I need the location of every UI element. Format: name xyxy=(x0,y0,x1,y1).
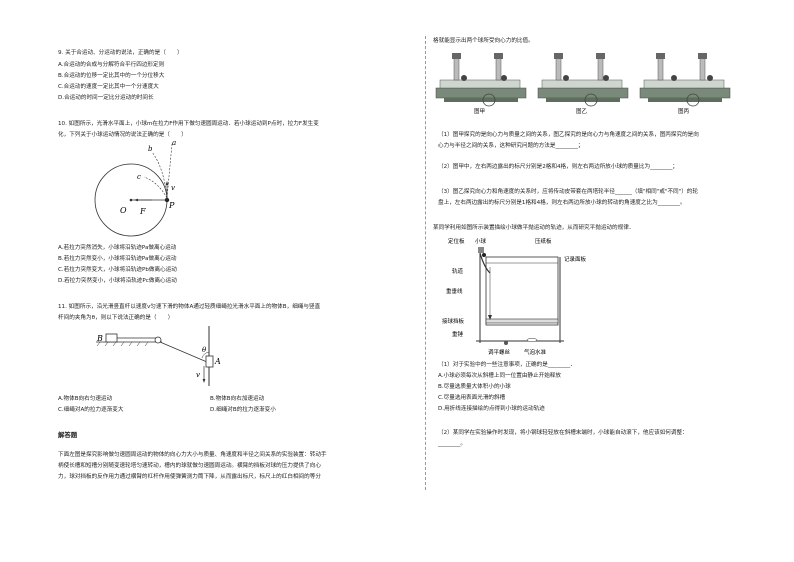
centripetal-apparatus-figures: 图甲 图乙 图丙 xyxy=(435,53,731,115)
q12-line2: 柄使长槽和短槽分别随变速轮塔匀速转动，槽内的球就做匀速圆周运动。横臂的挡板对球的… xyxy=(58,463,321,469)
label-a-block: A xyxy=(214,357,221,366)
path-b xyxy=(151,151,168,199)
rod-rope-figure: B A θ v xyxy=(96,326,221,386)
pulley xyxy=(154,336,162,344)
q12-sub3-line2: 盘上，左右两边露出的标尺分别是1格和4格，则左右两边所放小球的转动的角速度之比为… xyxy=(438,200,686,206)
column-divider xyxy=(425,36,426,490)
velocity-arrowhead-a xyxy=(202,379,206,383)
block-b xyxy=(105,333,118,343)
label-b: b xyxy=(148,145,153,153)
positioning-plate xyxy=(478,247,484,253)
block-a xyxy=(205,355,214,368)
label-dingwei: 定位板 xyxy=(448,237,465,245)
velocity-arrowhead xyxy=(165,181,169,185)
ground-hatch xyxy=(96,341,149,347)
label-f: F xyxy=(139,207,146,216)
bubble-level xyxy=(526,338,538,342)
caption-jia: 图甲 xyxy=(474,107,485,115)
q12-sub2: （2）图甲中，左右两边露出的标尺分别是2格和4格，则左右两边所放小球的质量比为_… xyxy=(438,164,679,170)
section-title: 解答题 xyxy=(58,431,78,439)
q10-stem-line2: 化，下列关于小球运动情况的说法正确的是（ ） xyxy=(58,132,187,138)
figure-jia xyxy=(435,53,527,107)
label-yazhi: 压纸板 xyxy=(535,237,552,245)
circular-motion-figure: a b c v O F P xyxy=(94,139,176,237)
q13-sub1: （1）对于实验中的一些注意事项，正确的是________． xyxy=(438,362,576,368)
label-zhongchui: 重垂线 xyxy=(446,287,463,295)
q12-continuation: 格就能显示出两个球所受向心力的比值。 xyxy=(433,38,534,44)
label-o: O xyxy=(120,206,127,215)
q10-stem-line1: 10. 如图所示，光滑水平面上，小球m在拉力F作用下做匀速圆周运动．若小球运动到… xyxy=(58,121,319,127)
caption-bing: 图丙 xyxy=(678,107,690,115)
q9-stem: 9. 关于合运动、分运动的说法，正确的是（ ） xyxy=(58,50,183,56)
q13-sub2-blank: ________。 xyxy=(438,441,466,447)
catch-plate xyxy=(485,318,559,324)
q10-option-a: A.若拉力突然消失，小球将沿轨迹Pa做离心运动 xyxy=(58,245,177,251)
q13-stem: 某同学利用如图所示装置描绘小球做平抛运动的轨迹，从而研究平抛运动的规律． xyxy=(433,225,635,231)
force-arrowhead xyxy=(134,198,138,202)
q9-option-b: B.合运动的位移一定比其中的一个分位移大 xyxy=(58,73,165,79)
label-v-a: v xyxy=(196,371,200,379)
label-c: c xyxy=(137,173,141,181)
q10-option-b: B.若拉力突然变小，小球将沿轨迹Pa做离心运动 xyxy=(58,256,177,262)
q12-sub1-line2: 心力与半径之间的关系，这种研究问题的方法是________； xyxy=(438,143,584,149)
q12-line1: 下面左图是探究影响做匀速圆周运动的物体的向心力大小与质量、角速度和半径之间关系的… xyxy=(58,452,327,458)
q11-option-d: D.细绳对B的拉力逐渐变小 xyxy=(210,407,276,413)
label-theta: θ xyxy=(202,346,207,354)
label-v: v xyxy=(171,184,175,192)
record-board xyxy=(485,256,559,326)
plumb-bob xyxy=(488,315,492,320)
q9-option-a: A.合运动的合成与分解符合平行四边形定则 xyxy=(58,62,165,68)
path-c xyxy=(143,176,168,199)
q9-option-c: C.合运动的速度一定比其中一个分速度大 xyxy=(58,84,159,90)
label-guidao: 轨道 xyxy=(452,267,464,275)
q11-option-a: A.物体B向右匀速运动 xyxy=(58,396,113,402)
ball xyxy=(482,253,486,257)
label-jilu: 记录面板 xyxy=(564,255,587,263)
ramp-track xyxy=(479,252,491,274)
label-p: P xyxy=(168,201,175,210)
label-b-block: B xyxy=(96,334,103,343)
figure-yi xyxy=(537,53,629,107)
label-zhongzhui: 重锤 xyxy=(452,330,464,338)
q13-option-d: D.用折线连接描绘的点得到小球的运动轨迹 xyxy=(438,406,545,412)
q11-option-c: C.细绳对A的拉力逐渐变大 xyxy=(58,407,124,413)
label-qipao: 气泡水准 xyxy=(524,348,547,356)
caption-yi: 图乙 xyxy=(576,107,588,115)
q13-option-b: B.尽量选质量大体积小的小球 xyxy=(438,384,511,390)
q13-option-c: C.尽量选用表面光滑的斜槽 xyxy=(438,395,506,401)
q10-option-d: D.若拉力突然变小，小球将沿轨迹Pc做离心运动 xyxy=(58,278,177,284)
label-jieqiu: 接球挡板 xyxy=(442,317,465,325)
q13-option-a: A.小球必须每次从斜槽上同一位置由静止开始释放 xyxy=(438,373,561,379)
q9-option-d: D.合运动的时间一定比分运动的时间长 xyxy=(58,95,154,101)
q11-stem-line1: 11. 如图所示，沿光滑竖直杆以速度v匀速下滑的物体A通过轻质细绳拉光滑水平面上… xyxy=(58,304,321,310)
q11-stem-line2: 杆间的夹角为θ，则以下说法正确的是（ ） xyxy=(58,315,174,321)
projectile-apparatus-figure: 定位板 小球 压纸板 记录面板 轨道 重垂线 接球挡板 重锤 调平螺丝 气泡水准 xyxy=(442,237,587,356)
label-xiaoqiu: 小球 xyxy=(475,237,487,245)
q12-sub3-line1: （3）图乙探究向心力和角速度的关系时，应将传动皮带套在两塔轮半径______（填… xyxy=(438,189,698,195)
q13-sub2: （2）某同学在实验操作时发现，将小钢球轻轻放在斜槽末端时，小球能自动滚下，他应该… xyxy=(438,430,688,436)
q12-line3: 力，球对挡板的反作用力通过横臂的杠杆作用使弹簧测力筒下降，从而露出标尺，标尺上的… xyxy=(58,474,321,480)
figure-bing xyxy=(639,53,731,107)
q12-sub1-line1: （1）图甲探究的是向心力与质量之间的关系，图乙探究的是向心力与角速度之间的关系，… xyxy=(438,132,699,138)
q10-option-c: C.若拉力突然变大，小球将沿轨迹Pb做离心运动 xyxy=(58,267,177,273)
rope-incline xyxy=(159,341,208,363)
label-a: a xyxy=(172,139,176,147)
level-screw xyxy=(504,341,508,345)
label-tiaoping: 调平螺丝 xyxy=(488,348,511,356)
q11-option-b: B.物体B向右加速运动 xyxy=(210,396,265,402)
theta-arc xyxy=(201,351,210,359)
